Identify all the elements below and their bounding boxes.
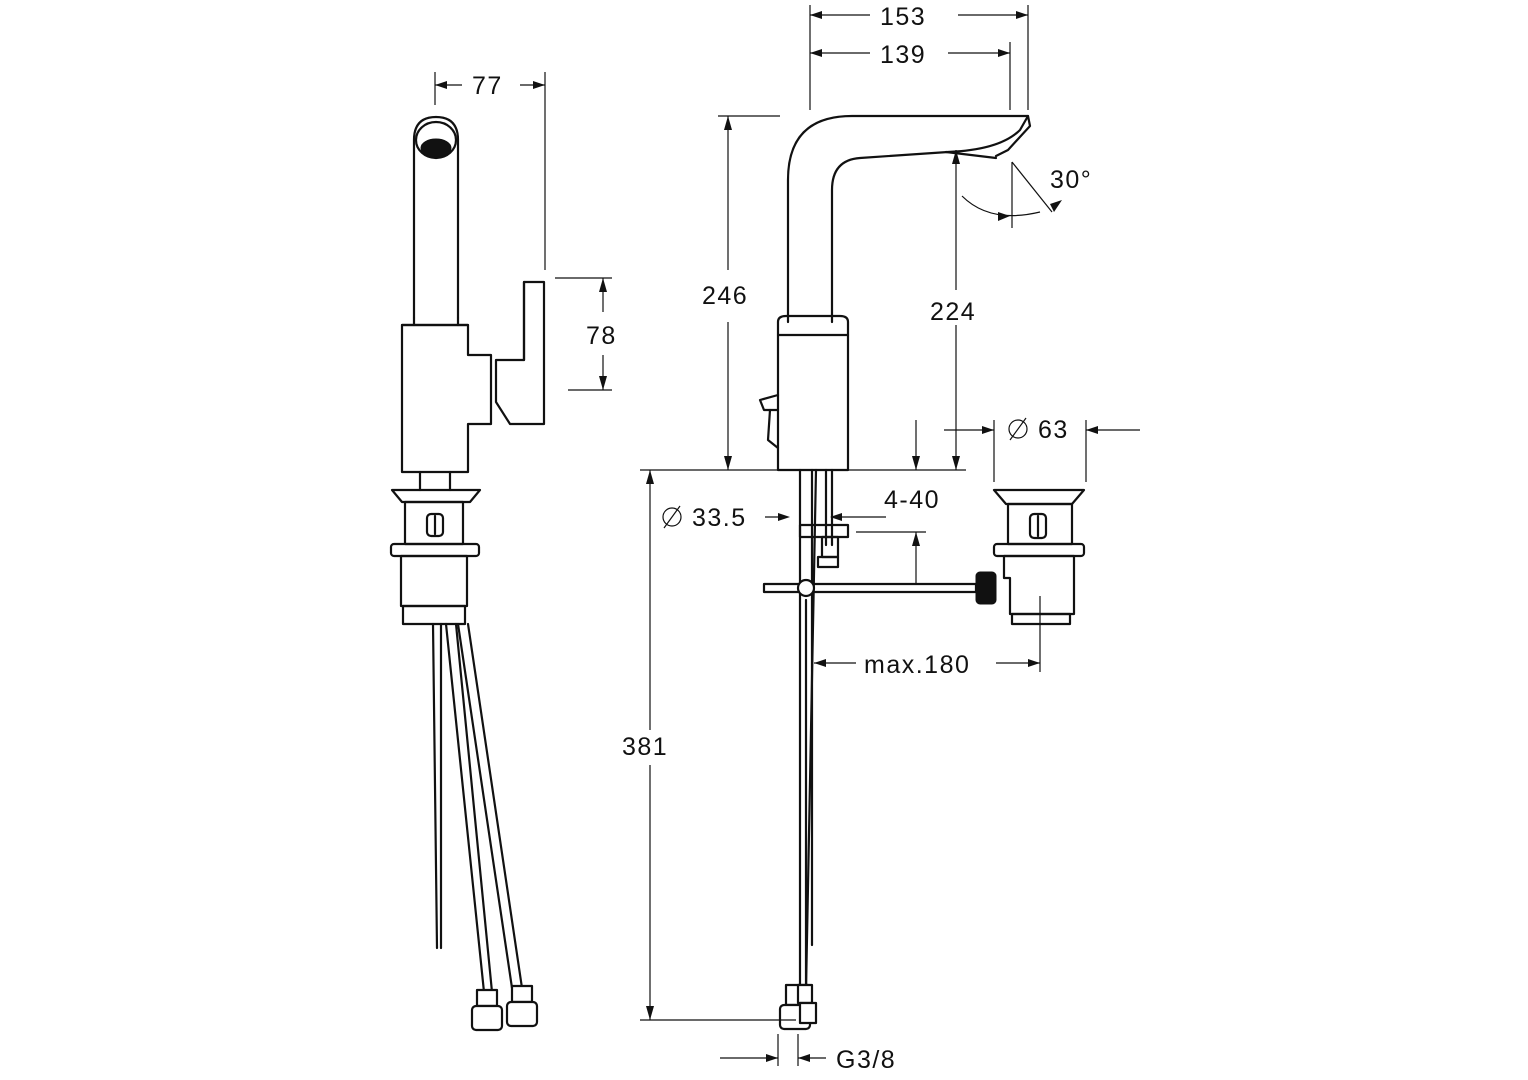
dimension-g3-8: G3/8: [720, 1034, 896, 1074]
dimension-4-40: 4-40: [856, 420, 940, 584]
dim-78-label: 78: [586, 322, 617, 350]
waste-valve: [992, 488, 1086, 626]
dimension-77: 77: [434, 72, 546, 270]
dim-224-label: 224: [930, 298, 976, 326]
dim-4-40-label: 4-40: [884, 486, 940, 514]
dim-139-label: 139: [880, 41, 926, 69]
dim-max-180-label: max.180: [864, 651, 970, 679]
dimension-224: 224: [930, 150, 976, 470]
dim-63-label: 63: [1038, 416, 1069, 444]
dimension-angle-30: 30°: [961, 161, 1092, 228]
dimension-381: 381: [622, 470, 796, 1021]
front-view-faucet: [758, 114, 1032, 1031]
dim-246-label: 246: [702, 282, 748, 310]
dim-153-label: 153: [880, 3, 926, 31]
dimension-139: 139: [810, 41, 1011, 110]
dim-77-label: 77: [472, 72, 503, 100]
dimension-33-5: 33.5: [662, 504, 886, 532]
dimension-max-180: max.180: [814, 596, 1041, 679]
dim-33-5-label: 33.5: [692, 504, 747, 532]
dimension-78: 78: [555, 277, 617, 391]
dim-g3-8-label: G3/8: [836, 1046, 896, 1074]
dimension-153: 153: [809, 3, 1029, 110]
dim-angle-label: 30°: [1050, 166, 1092, 194]
dimension-246: 246: [640, 115, 966, 471]
dim-381-label: 381: [622, 733, 668, 761]
side-view-faucet: [389, 115, 546, 1032]
dimension-63: 63: [944, 416, 1140, 482]
